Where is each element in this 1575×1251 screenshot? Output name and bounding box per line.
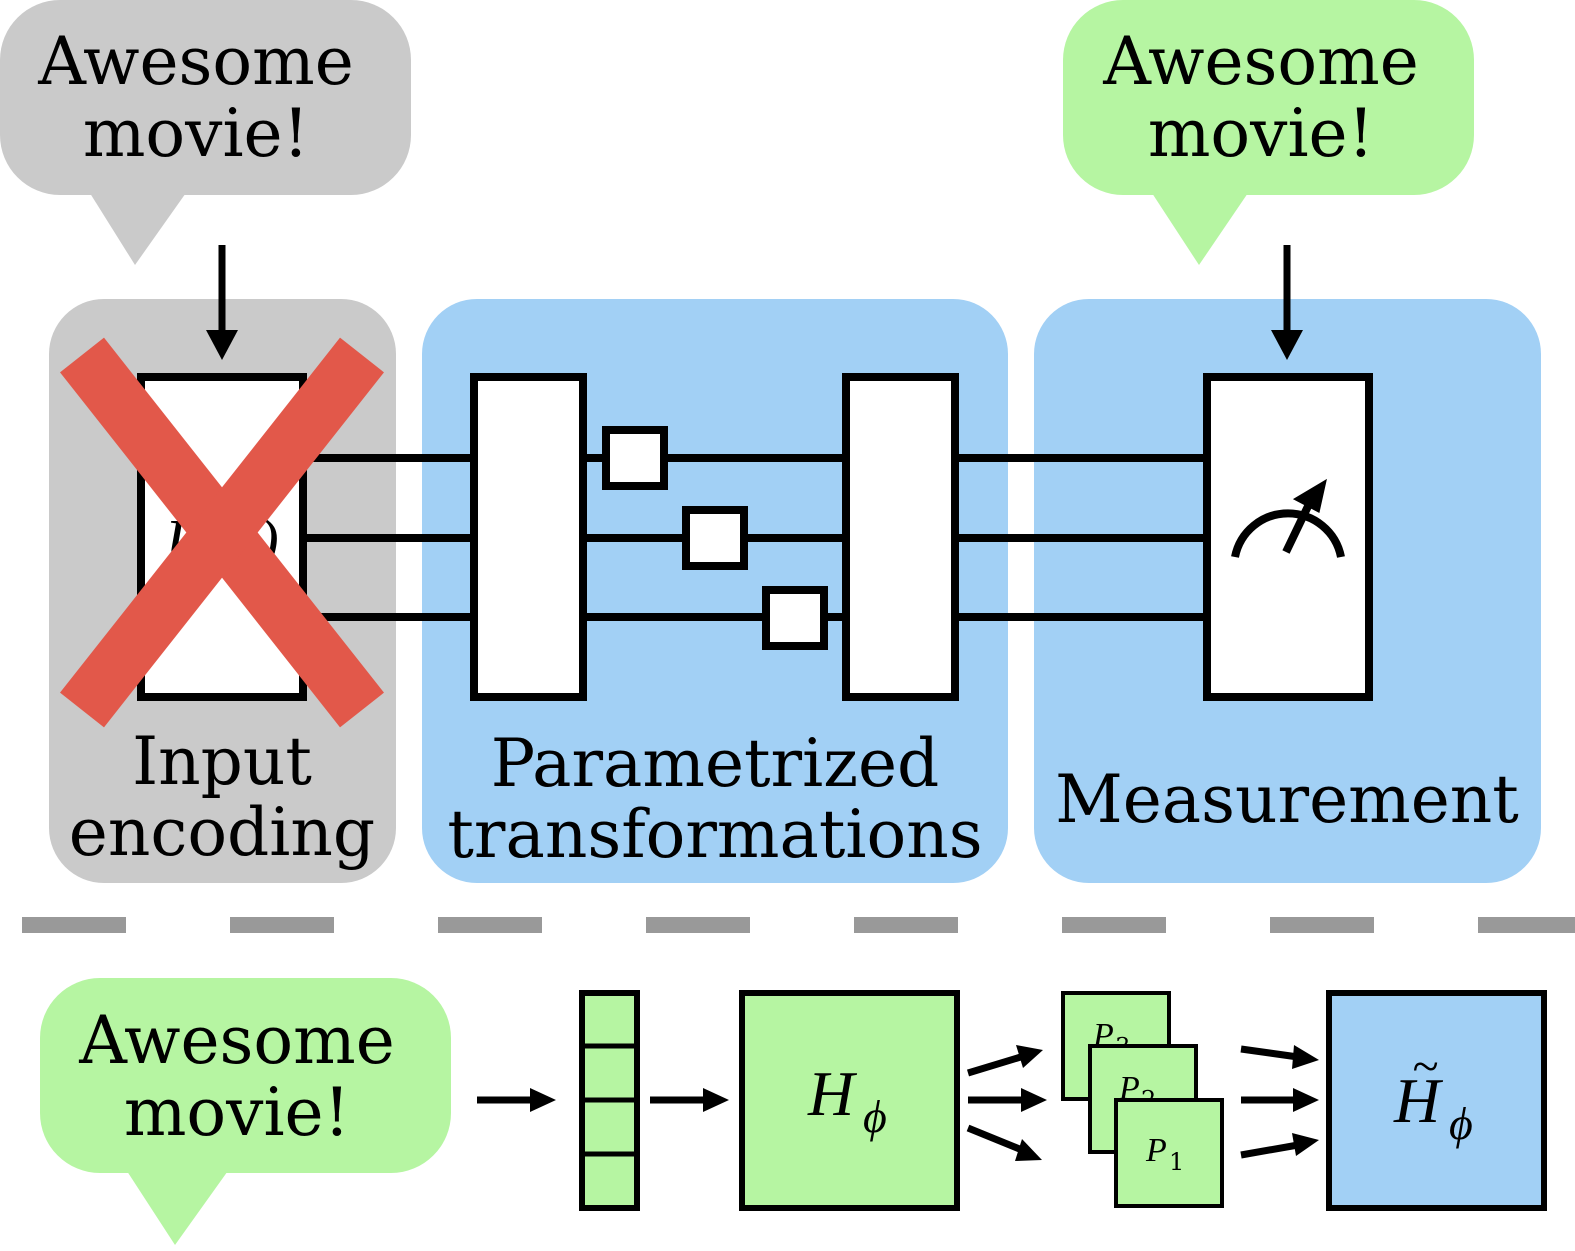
arrow-bubble-to-vector — [477, 1088, 556, 1112]
input-bubble-line-1: Awesome — [37, 23, 354, 100]
pauli-2-symbol: P — [1118, 1070, 1140, 1107]
parametrized-label-line-1: Parametrized — [491, 725, 940, 802]
bottom-bubble-line-2: movie! — [124, 1074, 350, 1151]
embedding-vector — [579, 990, 640, 1211]
arrow-hamiltonian-to-paulis-down — [966, 1124, 1042, 1161]
tilde-mark: ~ — [1412, 1040, 1438, 1093]
measurement-gate — [1203, 373, 1373, 701]
hamiltonian-subscript: ϕ — [863, 1091, 887, 1142]
bottom-speech-bubble: Awesome movie! — [40, 978, 451, 1245]
entangling-gate-2 — [842, 373, 959, 701]
input-speech-bubble: Awesome movie! — [0, 0, 411, 265]
pauli-1-symbol: P — [1145, 1132, 1167, 1169]
arrow-hamiltonian-to-paulis-mid — [968, 1088, 1047, 1112]
input-encoding-label-line-2: encoding — [69, 794, 375, 871]
output-bubble-line-2: movie! — [1148, 95, 1374, 172]
bottom-bubble-line-1: Awesome — [78, 1002, 395, 1079]
input-bubble-line-2: movie! — [83, 95, 309, 172]
pauli-1-subscript: 1 — [1169, 1148, 1184, 1176]
output-bubble-line-1: Awesome — [1102, 23, 1419, 100]
pauli-stack: P 3 P 2 P 1 — [1061, 991, 1224, 1208]
result-hamiltonian-box: ~ H ϕ — [1326, 990, 1547, 1211]
measurement-arrow — [1271, 245, 1303, 360]
result-hamiltonian-symbol: H — [1393, 1065, 1444, 1136]
cross-out-mark — [60, 337, 384, 728]
result-hamiltonian-subscript: ϕ — [1449, 1098, 1473, 1149]
input-encoding-label-line-1: Input — [132, 723, 312, 800]
meter-needle-icon — [1282, 498, 1315, 554]
pipeline-arrows — [477, 1045, 1319, 1161]
parametrized-label-line-2: transformations — [447, 796, 982, 873]
meter-needle-tip-icon — [1292, 478, 1327, 513]
output-speech-bubble: Awesome movie! — [1063, 0, 1474, 265]
arrow-paulis-to-result-down — [1240, 1133, 1319, 1159]
hamiltonian-symbol: H — [807, 1058, 858, 1129]
arrow-hamiltonian-to-paulis-up — [966, 1045, 1043, 1077]
hamiltonian-box: H ϕ — [739, 990, 960, 1211]
qubit-wires — [305, 454, 1207, 621]
pauli-card-1: P 1 — [1114, 1098, 1224, 1208]
entangling-gate-1 — [470, 373, 587, 701]
arrow-paulis-to-result-up — [1240, 1045, 1319, 1069]
input-arrow — [206, 245, 238, 360]
meter-icon — [1231, 509, 1345, 558]
rotation-gate-3 — [762, 586, 828, 650]
measurement-label: Measurement — [1055, 761, 1519, 838]
arrow-vector-to-hamiltonian — [650, 1088, 729, 1112]
rotation-gate-2 — [682, 506, 748, 570]
arrow-paulis-to-result-mid — [1241, 1088, 1319, 1112]
rotation-gate-1 — [602, 426, 668, 490]
